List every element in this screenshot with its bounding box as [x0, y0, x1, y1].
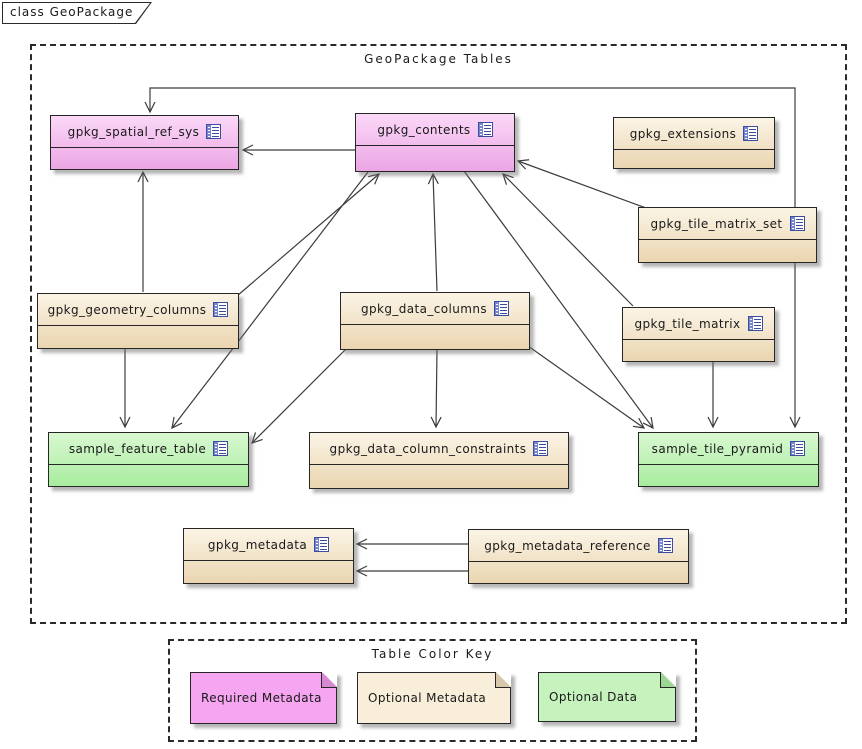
- table-icon: [743, 126, 759, 141]
- frame-title: GeoPackage Tables: [364, 52, 513, 66]
- table-icon: [533, 441, 549, 456]
- entity-label: gpkg_spatial_ref_sys: [67, 124, 200, 139]
- rel-datacol-to-pyramid: [527, 345, 646, 429]
- entity-label: gpkg_tile_matrix_set: [650, 216, 783, 231]
- key-note-label: Required Metadata: [201, 691, 322, 705]
- entity-attributes-compartment: [341, 325, 529, 349]
- table-icon: [314, 537, 330, 552]
- entity-gpkg-extensions[interactable]: gpkg_extensions: [613, 117, 775, 169]
- entity-gpkg-metadata[interactable]: gpkg_metadata: [183, 528, 354, 584]
- entity-attributes-compartment: [639, 240, 816, 262]
- table-icon: [213, 302, 229, 317]
- rel-datacol-to-constraints: [430, 348, 442, 429]
- entity-attributes-compartment: [639, 465, 818, 486]
- entity-gpkg-data-column-constraints[interactable]: gpkg_data_column_constraints: [309, 432, 569, 489]
- entity-gpkg-spatial-ref-sys[interactable]: gpkg_spatial_ref_sys: [50, 115, 239, 170]
- entity-gpkg-tile-matrix[interactable]: gpkg_tile_matrix: [622, 307, 775, 362]
- rel-datacol-to-feature: [251, 348, 347, 444]
- rel-geom-to-contents: [236, 173, 381, 297]
- entity-attributes-compartment: [184, 561, 353, 583]
- entity-label: gpkg_metadata_reference: [484, 538, 651, 553]
- entity-label: gpkg_contents: [377, 122, 471, 137]
- table-icon: [477, 122, 493, 137]
- entity-attributes-compartment: [356, 146, 514, 171]
- key-note-label: Optional Data: [549, 690, 638, 704]
- entity-gpkg-tile-matrix-set[interactable]: gpkg_tile_matrix_set: [638, 207, 817, 263]
- rel-datacol-to-contents: [427, 172, 439, 292]
- entity-attributes-compartment: [623, 340, 774, 361]
- rel-tms-to-contents: [516, 159, 647, 209]
- rel-tm-to-contents: [502, 173, 634, 307]
- note-fold-corner: [660, 672, 676, 688]
- entity-attributes-compartment: [38, 326, 238, 348]
- table-icon: [213, 441, 229, 456]
- entity-attributes-compartment: [469, 562, 688, 583]
- entity-label: gpkg_tile_matrix: [634, 316, 741, 331]
- entity-attributes-compartment: [310, 465, 568, 488]
- table-icon: [747, 316, 763, 331]
- note-fold-corner: [321, 672, 337, 688]
- entity-attributes-compartment: [51, 148, 238, 169]
- table-icon: [494, 301, 510, 316]
- entity-label: sample_feature_table: [68, 441, 207, 456]
- entity-attributes-compartment: [49, 465, 248, 486]
- key-note-optional-metadata[interactable]: Optional Metadata: [357, 672, 511, 724]
- table-color-key-frame: Table Color Key: [168, 639, 697, 742]
- entity-label: sample_tile_pyramid: [651, 441, 784, 456]
- entity-label: gpkg_metadata: [207, 537, 308, 552]
- key-note-required-metadata[interactable]: Required Metadata: [190, 672, 337, 724]
- entity-sample-feature-table[interactable]: sample_feature_table: [48, 432, 249, 487]
- entity-gpkg-contents[interactable]: gpkg_contents: [355, 113, 515, 172]
- table-icon: [206, 124, 222, 139]
- key-title: Table Color Key: [371, 647, 494, 661]
- entity-label: gpkg_extensions: [629, 126, 737, 141]
- diagram-tab-label: class GeoPackage: [10, 5, 134, 19]
- diagram-tab[interactable]: class GeoPackage: [2, 2, 152, 24]
- tab-fill: [3, 3, 150, 23]
- key-note-optional-data[interactable]: Optional Data: [538, 672, 676, 722]
- rel-contents-to-pyramid: [463, 170, 654, 430]
- geopackage-tables-frame: GeoPackage Tables: [30, 44, 847, 624]
- entity-sample-tile-pyramid[interactable]: sample_tile_pyramid: [638, 432, 819, 487]
- entity-attributes-compartment: [614, 150, 774, 168]
- entity-label: gpkg_data_column_constraints: [329, 441, 527, 456]
- rel-contents-to-feature: [171, 171, 369, 430]
- entity-gpkg-metadata-reference[interactable]: gpkg_metadata_reference: [468, 529, 689, 584]
- note-fold-corner: [495, 672, 511, 688]
- entity-gpkg-data-columns[interactable]: gpkg_data_columns: [340, 292, 530, 350]
- entity-label: gpkg_data_columns: [360, 301, 488, 316]
- key-note-label: Optional Metadata: [368, 691, 487, 705]
- rel-tms-to-srs: [144, 87, 796, 209]
- table-icon: [790, 441, 806, 456]
- entity-gpkg-geometry-columns[interactable]: gpkg_geometry_columns: [37, 293, 239, 349]
- table-icon: [789, 216, 805, 231]
- table-icon: [657, 538, 673, 553]
- entity-label: gpkg_geometry_columns: [47, 302, 207, 317]
